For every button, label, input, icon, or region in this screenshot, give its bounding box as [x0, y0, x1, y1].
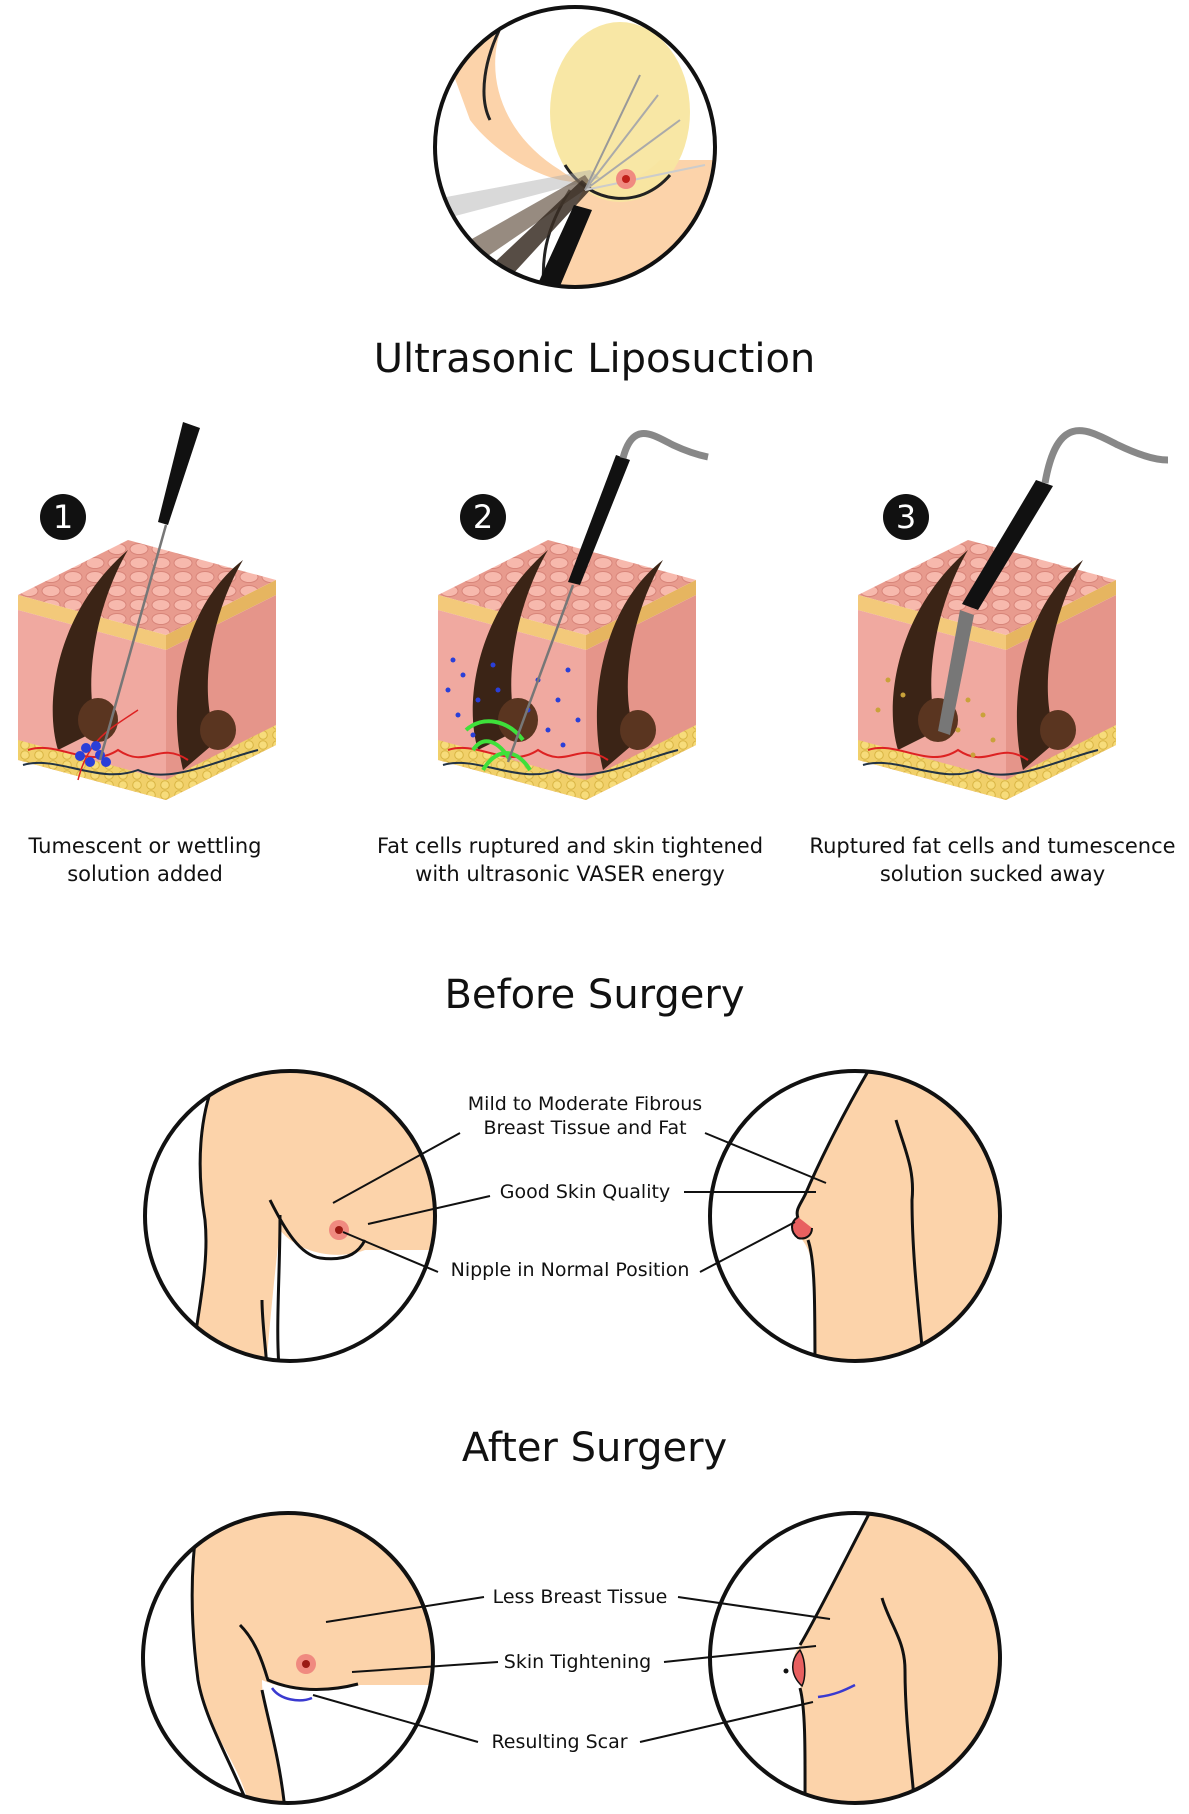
- step-2-badge: 2: [460, 494, 506, 540]
- step-3-caption-line1: Ruptured fat cells and tumescence: [809, 834, 1176, 858]
- main-title: Ultrasonic Liposuction: [373, 336, 816, 382]
- step-3-caption: Ruptured fat cells and tumescence soluti…: [800, 832, 1185, 888]
- step-2-caption-line1: Fat cells ruptured and skin tightened: [376, 834, 764, 858]
- step-1-caption-line2: solution added: [67, 862, 223, 886]
- step-1-badge: 1: [40, 494, 86, 540]
- skin-block-step-3: [858, 427, 1169, 800]
- before-leader-lines: [332, 1132, 827, 1273]
- step-3-caption-line2: solution sucked away: [879, 862, 1106, 886]
- after-side-view: [708, 1511, 1002, 1805]
- after-tissue-label: Less Breast Tissue: [492, 1586, 668, 1608]
- before-front-view: [143, 1069, 437, 1363]
- after-leader-lines: [312, 1596, 831, 1743]
- top-liposuction-illustration: [433, 5, 717, 289]
- before-tissue-label-line1: Mild to Moderate Fibrous: [467, 1093, 703, 1115]
- step-3-badge: 3: [883, 494, 929, 540]
- tumescent-solution-dots: [75, 741, 111, 767]
- before-surgery-heading: Before Surgery: [444, 972, 745, 1018]
- after-surgery-heading: After Surgery: [461, 1425, 728, 1471]
- before-side-view: [708, 1069, 1002, 1363]
- step-1-caption: Tumescent or wettling solution added: [0, 832, 290, 888]
- after-front-view: [141, 1511, 435, 1805]
- step-1-caption-line1: Tumescent or wettling: [28, 834, 262, 858]
- before-nipple-label: Nipple in Normal Position: [450, 1259, 690, 1281]
- step-2-caption: Fat cells ruptured and skin tightened wi…: [370, 832, 770, 888]
- after-skin-label: Skin Tightening: [503, 1651, 652, 1673]
- skin-block-step-2: [438, 430, 709, 800]
- skin-block-step-1: [18, 422, 276, 800]
- before-skin-label: Good Skin Quality: [499, 1181, 671, 1203]
- after-scar-label: Resulting Scar: [491, 1731, 628, 1753]
- before-tissue-label-line2: Breast Tissue and Fat: [483, 1117, 687, 1139]
- before-tissue-label: Mild to Moderate Fibrous Breast Tissue a…: [445, 1092, 725, 1140]
- step-2-caption-line2: with ultrasonic VASER energy: [415, 862, 725, 886]
